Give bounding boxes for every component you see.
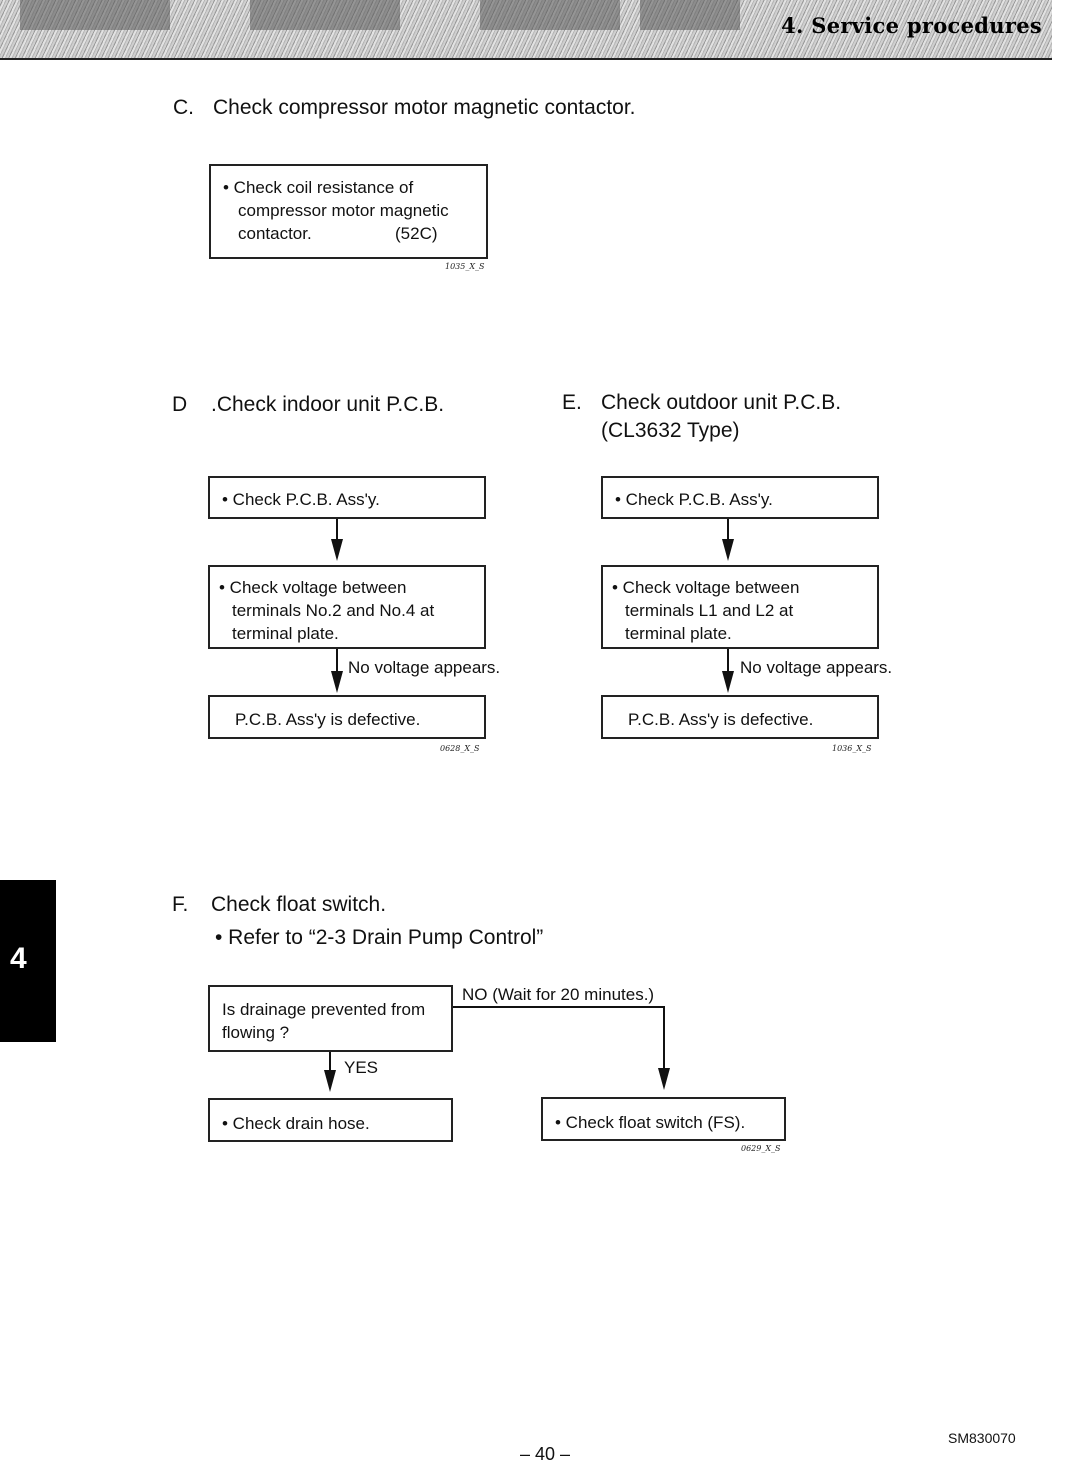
box-line: Is drainage prevented from <box>222 1000 426 1019</box>
page-header-title: 4. Service procedures <box>781 13 1042 38</box>
no-branch-label: NO (Wait for 20 minutes.) <box>462 985 655 1004</box>
box-line: • Check coil resistance of <box>223 178 414 197</box>
box-line: compressor motor magnetic <box>238 201 449 220</box>
box-line-text: contactor. <box>238 224 312 243</box>
header-band <box>0 0 1052 58</box>
section-f-heading: Check float switch. <box>211 893 387 916</box>
chapter-tab: 4 <box>0 880 56 1042</box>
section-e-letter: E. <box>562 391 582 414</box>
box-line: terminal plate. <box>232 624 339 643</box>
section-f-reference: • Refer to “2-3 Drain Pump Control” <box>215 926 544 949</box>
section-e-box-check-voltage: • Check voltage between terminals L1 and… <box>601 565 879 649</box>
box-line: • Check voltage between <box>612 578 800 597</box>
arrow-label: No voltage appears. <box>348 658 501 677</box>
header-rule <box>0 58 1052 60</box>
box-line: flowing ? <box>222 1023 290 1042</box>
figure-code: 0629_X_S <box>741 1144 781 1153</box>
component-code: (52C) <box>395 224 438 243</box>
arrow-down-icon <box>722 539 734 561</box>
flow-connector <box>663 1006 665 1068</box>
document-code: SM830070 <box>948 1430 1016 1446</box>
flow-connector <box>727 649 729 671</box>
section-f-question-box: Is drainage prevented from flowing ? <box>208 985 453 1052</box>
arrow-down-icon <box>658 1068 670 1090</box>
header-texture <box>640 0 740 30</box>
header-texture <box>250 0 400 30</box>
section-f-letter: F. <box>172 893 189 916</box>
section-c-heading: Check compressor motor magnetic contacto… <box>213 96 636 119</box>
box-line: • Check voltage between <box>219 578 407 597</box>
section-e-heading: Check outdoor unit P.C.B. <box>601 391 842 414</box>
chapter-tab-number: 4 <box>10 942 27 975</box>
flow-connector <box>453 1006 665 1008</box>
box-line: terminal plate. <box>625 624 732 643</box>
flow-connector <box>329 1052 331 1070</box>
section-e-box-check-pcb: • Check P.C.B. Ass'y. <box>601 476 879 519</box>
section-d-box-check-voltage: • Check voltage between terminals No.2 a… <box>208 565 486 649</box>
section-d-heading: .Check indoor unit P.C.B. <box>211 393 445 416</box>
flow-connector <box>336 649 338 671</box>
yes-branch-label: YES <box>344 1058 379 1077</box>
section-e-subheading: (CL3632 Type) <box>601 419 740 442</box>
figure-code: 0628_X_S <box>440 744 480 753</box>
section-d-box-defective: P.C.B. Ass'y is defective. <box>208 695 486 739</box>
box-line: contactor. (52C) <box>223 222 486 245</box>
arrow-label: No voltage appears. <box>740 658 893 677</box>
section-c-letter: C. <box>173 96 194 119</box>
flow-connector <box>727 519 729 539</box>
section-f-box-drain-hose: • Check drain hose. <box>208 1098 453 1142</box>
section-d-letter: D <box>172 393 188 416</box>
section-e-box-defective: P.C.B. Ass'y is defective. <box>601 695 879 739</box>
page-number: – 40 – <box>520 1444 571 1464</box>
box-line: terminals No.2 and No.4 at <box>232 601 435 620</box>
box-line: terminals L1 and L2 at <box>625 601 794 620</box>
arrow-down-icon <box>324 1070 336 1092</box>
header-texture <box>20 0 170 30</box>
header-texture <box>480 0 620 30</box>
section-d-box-check-pcb: • Check P.C.B. Ass'y. <box>208 476 486 519</box>
arrow-down-icon <box>331 671 343 693</box>
arrow-down-icon <box>722 671 734 693</box>
section-c-box: • Check coil resistance of compressor mo… <box>209 164 488 259</box>
arrow-down-icon <box>331 539 343 561</box>
flow-connector <box>336 519 338 539</box>
section-f-box-float-switch: • Check float switch (FS). <box>541 1097 786 1141</box>
figure-code: 1035_X_S <box>445 262 485 271</box>
figure-code: 1036_X_S <box>832 744 872 753</box>
